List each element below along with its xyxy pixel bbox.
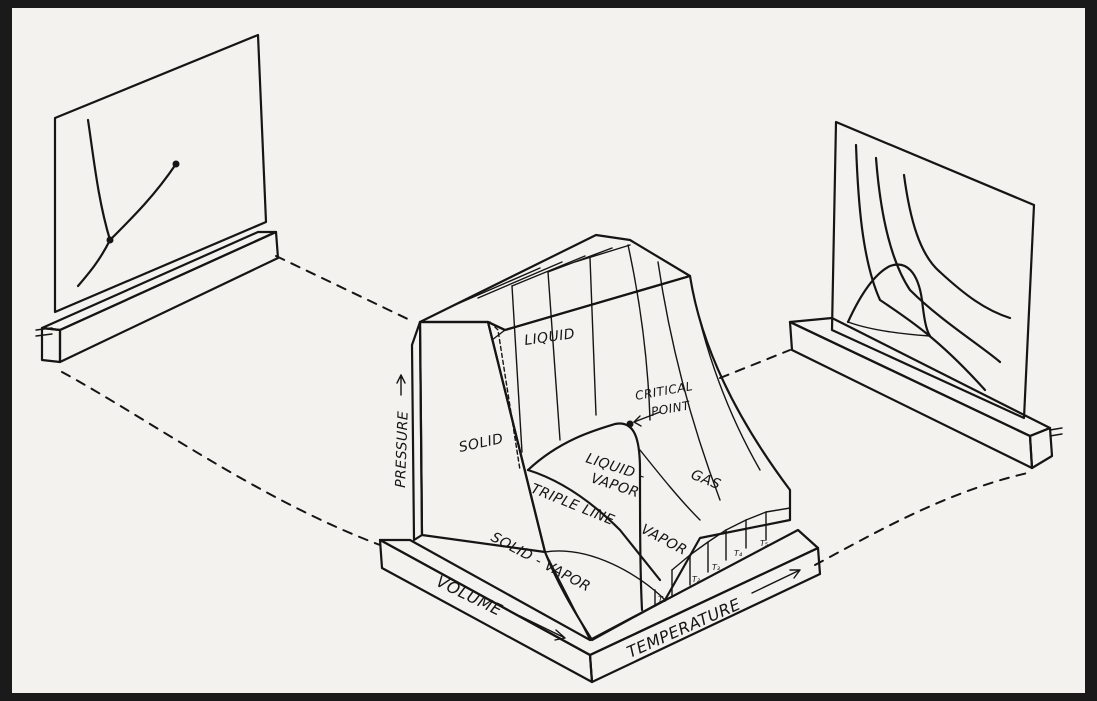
pt-projection-panel — [35, 33, 280, 364]
isotherm-label-2: T₂ — [692, 575, 701, 584]
critical-point-left — [172, 160, 180, 168]
isotherm-label-3: T₃ — [712, 563, 720, 572]
isotherm-label-1: T₁ — [658, 595, 666, 604]
volume-arrow — [519, 615, 566, 641]
coexistence-dome — [846, 263, 932, 338]
pv-projection-panel — [788, 120, 1063, 470]
label-critical-2: POINT — [650, 398, 692, 419]
projection-lines — [61, 255, 1033, 566]
triple-line — [526, 468, 662, 582]
pressure-arrow — [396, 374, 406, 396]
melting-curve — [86, 118, 112, 242]
label-liquid: LIQUID — [523, 326, 576, 349]
temperature-arrow — [751, 569, 801, 594]
sublimation-curve — [76, 238, 112, 288]
isotherm-label-5: T₅ — [760, 539, 768, 548]
triple-point — [106, 236, 114, 244]
vaporization-curve — [108, 162, 178, 242]
label-pressure: PRESSURE — [393, 411, 412, 489]
liquid-vapor-dome — [526, 422, 644, 612]
critical-point — [626, 420, 634, 428]
paper-background — [12, 8, 1085, 693]
isotherm-label-4: T₄ — [734, 549, 743, 558]
pvt-surface — [410, 233, 792, 642]
